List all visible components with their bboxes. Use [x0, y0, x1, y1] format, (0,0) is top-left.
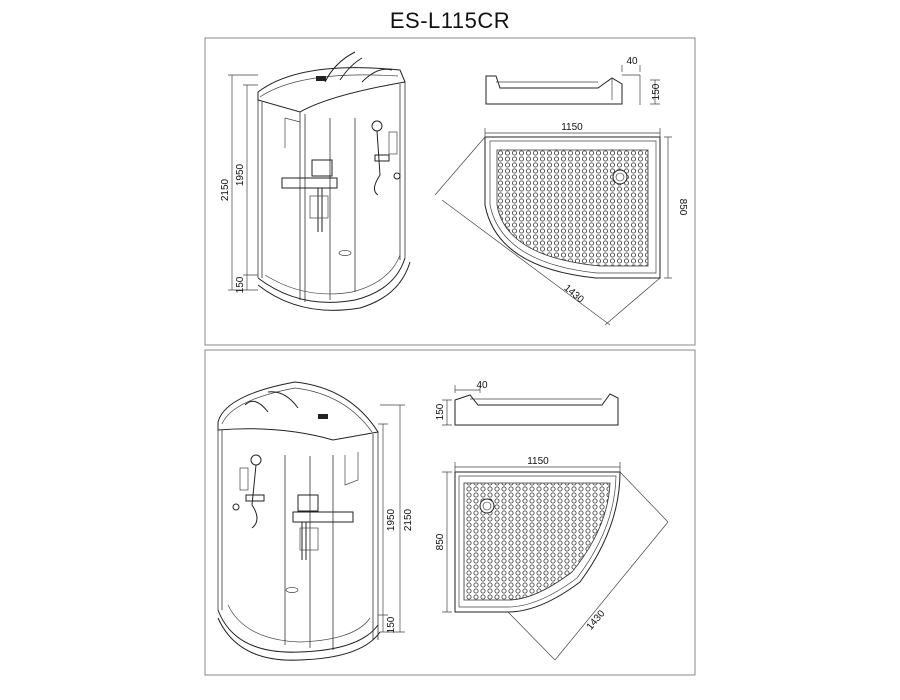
top-plan-dim-depth: 850 — [677, 199, 688, 216]
bottom-profile-dim-height: 150 — [435, 403, 446, 420]
top-tray-profile — [485, 65, 660, 105]
top-tray-plan — [434, 128, 672, 326]
top-cabin-dim-total: 2150 — [220, 178, 231, 201]
bottom-cabin-drawing — [217, 381, 405, 661]
top-profile-dim-lip: 40 — [626, 56, 638, 67]
bottom-cabin-dim-glass: 1950 — [386, 508, 397, 531]
bottom-plan-dim-depth: 850 — [435, 533, 446, 550]
top-plan-dim-width: 1150 — [561, 122, 583, 133]
bottom-tray-profile — [442, 385, 619, 426]
top-cabin-dim-glass: 1950 — [235, 163, 246, 186]
bottom-plan-dim-width: 1150 — [527, 456, 549, 467]
model-title: ES-L115CR — [389, 8, 511, 33]
top-cabin-dim-tray: 150 — [235, 276, 246, 293]
top-profile-dim-height: 150 — [651, 83, 662, 100]
bottom-cabin-dim-tray: 150 — [386, 616, 397, 633]
top-cabin-drawing — [228, 51, 411, 311]
top-panel-frame — [204, 37, 696, 346]
bottom-cabin-dim-total: 2150 — [403, 508, 414, 531]
top-plan-dim-diagonal: 1430 — [562, 283, 586, 306]
bottom-profile-dim-lip: 40 — [476, 380, 488, 391]
bottom-plan-dim-diagonal: 1430 — [585, 608, 608, 632]
bottom-tray-plan — [442, 462, 669, 661]
bottom-panel-frame — [204, 349, 696, 676]
